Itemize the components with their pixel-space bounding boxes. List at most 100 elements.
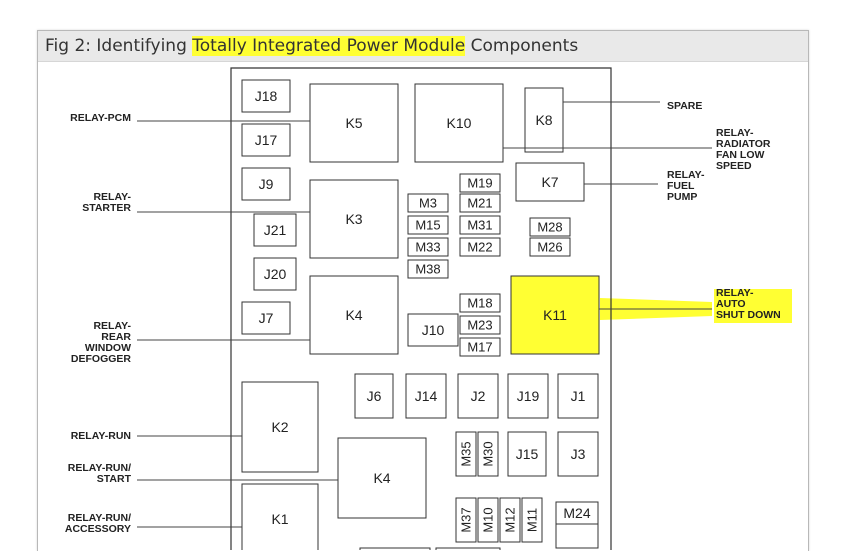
component-label-k3: K3 [345, 211, 362, 227]
component-label-m31: M31 [467, 218, 492, 233]
component-label-j19: J19 [517, 388, 540, 404]
callout-label-run-start: RELAY-RUN/START [68, 462, 132, 485]
component-box-m35 [455, 431, 477, 477]
component-box-j14 [405, 373, 447, 419]
component-box-m37 [455, 497, 477, 543]
component-box-k10 [414, 83, 504, 163]
component-box-blank [555, 523, 599, 549]
component-label-j15: J15 [516, 446, 539, 462]
component-label-m38: M38 [415, 262, 440, 277]
component-label-k1: K1 [271, 511, 288, 527]
component-box-m11 [521, 497, 543, 543]
component-box-cutoff [359, 547, 431, 550]
component-box-k5 [309, 83, 399, 163]
component-box-k2 [241, 381, 319, 473]
component-label-j3: J3 [571, 446, 586, 462]
component-label-k4: K4 [373, 470, 390, 486]
component-label-m35: M35 [459, 441, 474, 466]
component-label-m17: M17 [467, 340, 492, 355]
component-box-j3 [557, 431, 599, 477]
component-box-k3 [309, 179, 399, 259]
component-box-j21 [253, 213, 297, 247]
component-label-m11: M11 [525, 508, 540, 532]
component-label-m28: M28 [537, 220, 562, 235]
component-box-j18 [241, 79, 291, 113]
component-label-k11: K11 [543, 307, 567, 323]
component-label-j10: J10 [422, 322, 445, 338]
component-label-k10: K10 [447, 115, 472, 131]
component-label-m21: M21 [467, 196, 492, 211]
callout-label-starter: RELAY-STARTER [82, 191, 131, 214]
component-box-cutoff [435, 547, 501, 550]
component-label-j1: J1 [571, 388, 586, 404]
component-box-m12 [499, 497, 521, 543]
component-box-k7 [515, 162, 585, 202]
component-box-j1 [557, 373, 599, 419]
auto-shutdown-label-highlight [714, 289, 792, 323]
component-box-m19 [459, 173, 501, 193]
component-box-m22 [459, 237, 501, 257]
component-label-j7: J7 [259, 310, 274, 326]
component-box-m38 [407, 259, 449, 279]
component-box-j15 [507, 431, 547, 477]
component-label-k5: K5 [345, 115, 362, 131]
component-label-m10: M10 [481, 507, 496, 532]
component-label-k7: K7 [541, 174, 558, 190]
k11-highlight [511, 276, 599, 354]
component-box-k4 [337, 437, 427, 519]
component-label-k8: K8 [535, 112, 552, 128]
component-box-j6 [354, 373, 394, 419]
component-box-j7 [241, 301, 291, 335]
caption-bar: Fig 2: Identifying Totally Integrated Po… [38, 31, 808, 62]
component-label-m15: M15 [415, 218, 440, 233]
component-box-j20 [253, 257, 297, 291]
caption-suffix: Components [465, 36, 579, 56]
component-label-j2: J2 [471, 388, 486, 404]
component-box-j19 [507, 373, 549, 419]
component-box-k4 [309, 275, 399, 355]
component-box-m10 [477, 497, 499, 543]
component-label-k4: K4 [345, 307, 362, 323]
component-box-j9 [241, 167, 291, 201]
component-box-m18 [459, 293, 501, 313]
component-label-k2: K2 [271, 419, 288, 435]
component-box-j17 [241, 123, 291, 157]
component-label-m33: M33 [415, 240, 440, 255]
component-label-j9: J9 [259, 176, 274, 192]
component-box-m23 [459, 315, 501, 335]
component-label-m22: M22 [467, 240, 492, 255]
callout-label-relay-pcm: RELAY-PCM [70, 112, 131, 124]
component-box-m30 [477, 431, 499, 477]
component-label-m37: M37 [459, 507, 474, 532]
component-label-j20: J20 [264, 266, 287, 282]
component-box-k1 [241, 483, 319, 550]
figure-frame: Fig 2: Identifying Totally Integrated Po… [37, 30, 809, 551]
component-box-m17 [459, 337, 501, 357]
component-label-m19: M19 [467, 176, 492, 191]
component-label-m26: M26 [537, 240, 562, 255]
component-label-j6: J6 [367, 388, 382, 404]
callout-label-relay-run: RELAY-RUN [71, 430, 131, 442]
component-box-m15 [407, 215, 449, 235]
component-label-m12: M12 [503, 507, 518, 532]
component-box-m21 [459, 193, 501, 213]
component-box-j10 [407, 313, 459, 347]
component-box-m33 [407, 237, 449, 257]
caption-prefix: Fig 2: Identifying [45, 36, 193, 56]
component-label-m24: M24 [563, 505, 590, 521]
component-label-j17: J17 [255, 132, 278, 148]
component-box-k8 [524, 87, 564, 153]
caption-highlight: Totally Integrated Power Module [192, 36, 466, 56]
component-box-m3 [407, 193, 449, 213]
component-label-j21: J21 [264, 222, 287, 238]
component-label-m18: M18 [467, 296, 492, 311]
component-label-j14: J14 [415, 388, 438, 404]
callout-label-spare: SPARE [667, 100, 702, 112]
component-box-k11 [510, 275, 600, 355]
component-box-j2 [457, 373, 499, 419]
component-box-m31 [459, 215, 501, 235]
